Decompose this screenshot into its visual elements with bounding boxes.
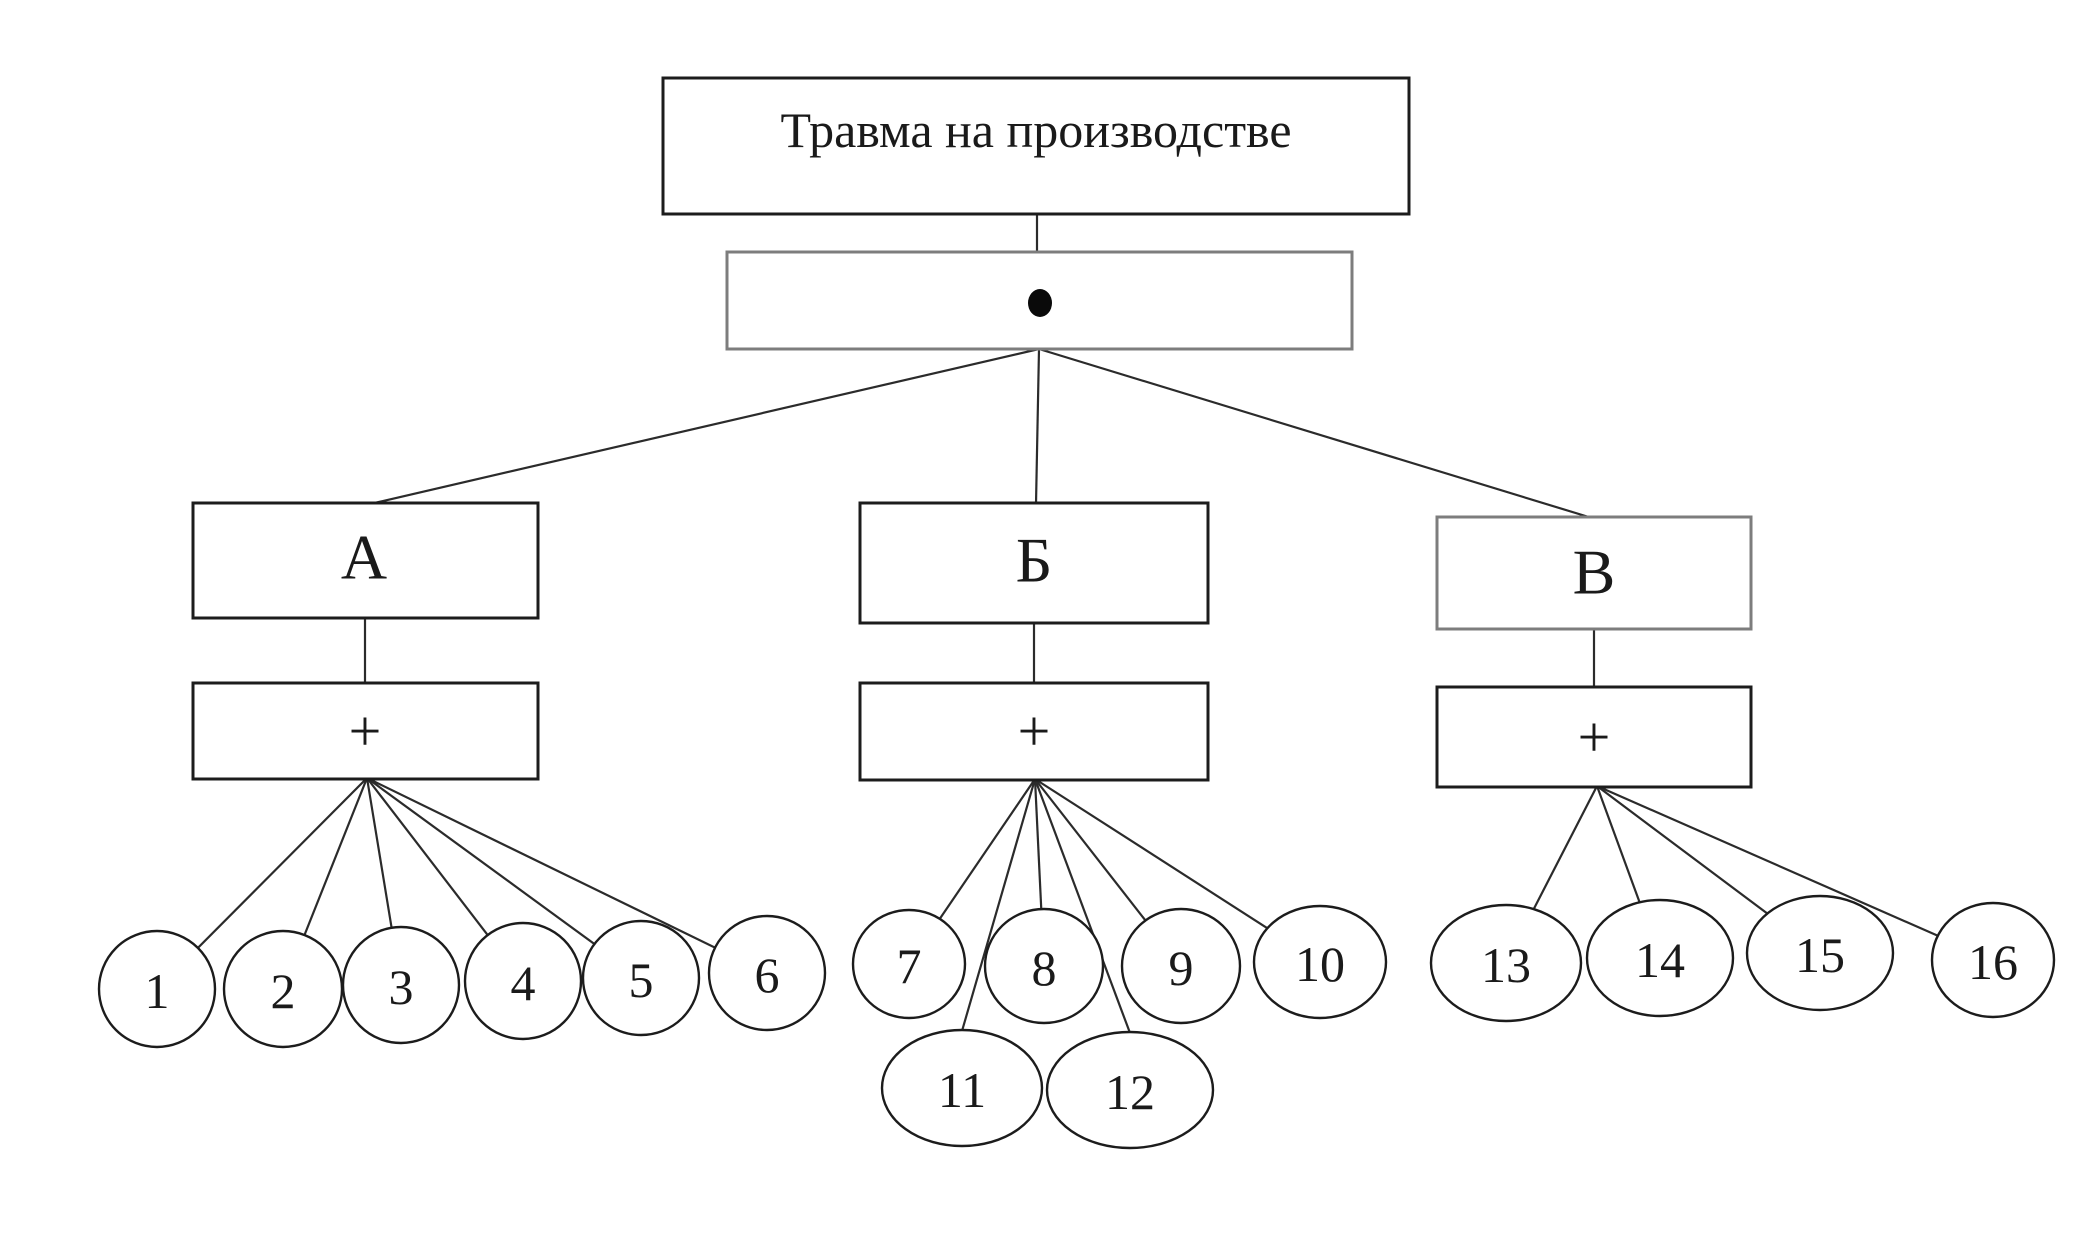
leaf-node-14 (1585, 898, 1735, 1018)
leaf-label-5: 5 (629, 952, 654, 1008)
leaf-node-10 (1252, 904, 1388, 1020)
leaf-node-5 (581, 919, 701, 1037)
leaf-label-9: 9 (1169, 940, 1194, 996)
connector-line (1034, 348, 1041, 505)
gate-a-symbol: + (349, 699, 382, 764)
leaf-node-7 (851, 908, 967, 1020)
leaf-label-6: 6 (755, 947, 780, 1003)
top-event-box (661, 76, 1411, 216)
gate-v-symbol: + (1578, 705, 1611, 770)
leaf-node-9 (1120, 907, 1242, 1025)
branch-b-box (858, 501, 1210, 625)
leaf-label-13: 13 (1481, 937, 1531, 993)
gate-b-symbol: + (1018, 699, 1051, 764)
leaf-label-15: 15 (1795, 927, 1845, 983)
leaf-label-14: 14 (1635, 932, 1685, 988)
fan-line-v (1596, 784, 1994, 962)
leaf-label-11: 11 (938, 1062, 986, 1118)
leaf-label-4: 4 (511, 955, 536, 1011)
leaf-node-15 (1745, 894, 1895, 1012)
leaf-node-12 (1045, 1030, 1215, 1150)
fan-line-b (1033, 778, 1132, 1034)
leaf-node-3 (341, 925, 461, 1045)
gate-b-box (858, 681, 1210, 782)
leaf-label-3: 3 (389, 959, 414, 1015)
branch-b-label: Б (1016, 525, 1053, 596)
event-boxes (191, 76, 1753, 789)
leaf-label-2: 2 (271, 963, 296, 1019)
top-event-label: Травма на производстве (780, 102, 1291, 158)
leaf-node-13 (1429, 903, 1583, 1023)
gate-a-box (191, 681, 540, 781)
gate-v-box (1435, 685, 1753, 789)
leaf-label-7: 7 (897, 938, 922, 994)
branch-a-box (191, 501, 540, 620)
leaf-node-1 (97, 929, 217, 1049)
connector-line (1038, 347, 1593, 520)
leaf-node-11 (880, 1028, 1044, 1148)
connector-line (369, 347, 1040, 506)
leaf-node-16 (1930, 901, 2056, 1019)
leaf-label-16: 16 (1968, 934, 2018, 990)
fan-line-b (960, 778, 1037, 1032)
branch-v-label: В (1573, 537, 1616, 608)
branch-a-label: А (341, 522, 387, 593)
branch-v-box (1435, 515, 1753, 631)
leaf-nodes (97, 894, 2056, 1150)
leaf-label-1: 1 (145, 963, 170, 1019)
fan-line-a (366, 777, 768, 974)
leaf-label-12: 12 (1105, 1064, 1155, 1120)
leaf-label-8: 8 (1032, 940, 1057, 996)
leaf-node-4 (463, 921, 583, 1041)
labels: Травма на производстве А Б В + + + 1 2 3… (145, 102, 2019, 1120)
and-gate-dot-icon (1028, 289, 1052, 317)
leaf-node-6 (707, 914, 827, 1032)
leaf-label-10: 10 (1295, 936, 1345, 992)
leaf-node-8 (983, 907, 1105, 1025)
